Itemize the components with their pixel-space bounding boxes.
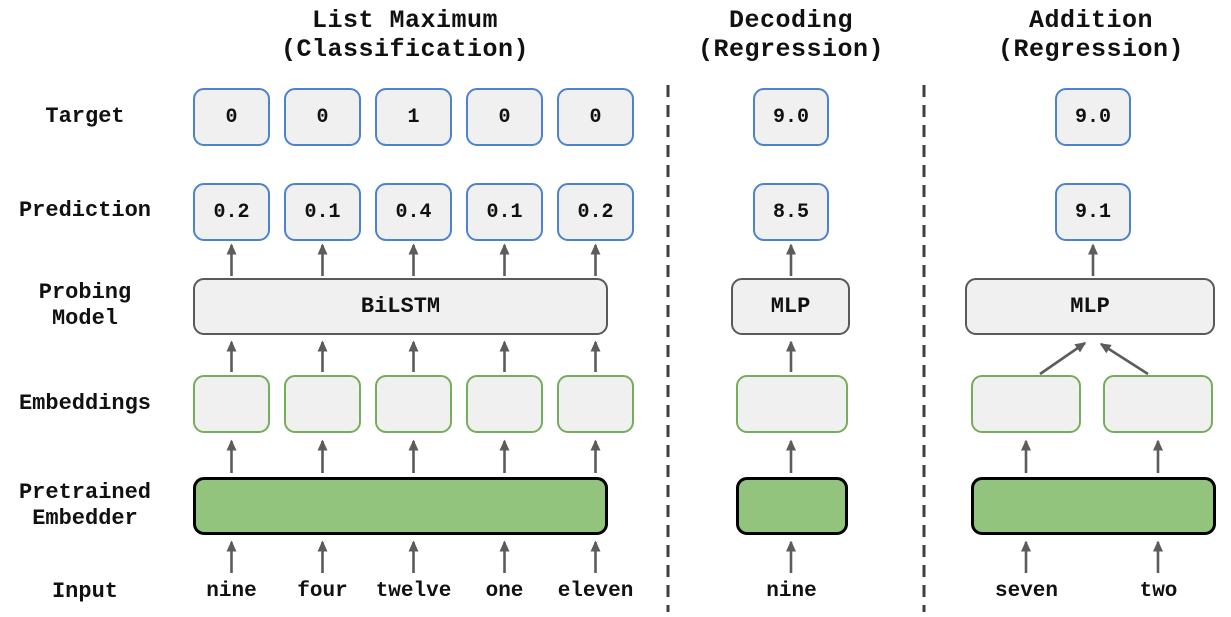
input-word: two [1139,580,1178,603]
prediction-box: 9.1 [1055,183,1131,241]
up-arrows-embedder-to-embeddings [226,439,1163,473]
embedding-box [971,375,1081,433]
pretrained-embedder-bar [193,477,608,535]
pretrained-embedder-bar [971,477,1216,535]
input-word: four [297,580,348,603]
section-title-addition: Addition (Regression) [997,6,1185,64]
prediction-box: 0.1 [466,183,543,241]
up-arrows-model-to-prediction [226,243,1098,276]
probing-model-box-mlp: MLP [965,278,1215,335]
embedding-box [466,375,543,433]
target-box: 0 [193,88,270,146]
up-arrows-input-to-embedder [226,540,1163,573]
row-label-prediction: Prediction [18,198,152,223]
prediction-box: 0.1 [284,183,361,241]
probing-model-box-mlp: MLP [731,278,850,335]
row-label-probing-model: Probing Model [38,280,132,331]
target-box: 1 [375,88,452,146]
diagonal-arrow-right [1099,342,1149,376]
probing-model-box-bilstm: BiLSTM [193,278,608,335]
target-box: 9.0 [753,88,829,146]
target-box: 9.0 [1055,88,1131,146]
pretrained-embedder-bar [736,477,848,535]
input-word: nine [206,580,257,603]
row-label-target: Target [45,104,125,129]
row-label-embeddings: Embeddings [18,391,152,416]
input-word: one [485,580,524,603]
input-word: nine [766,580,817,603]
section-title-list-maximum: List Maximum (Classification) [280,6,530,64]
row-label-input: Input [51,579,118,604]
target-box: 0 [284,88,361,146]
input-word: twelve [375,580,452,603]
prediction-box: 8.5 [753,183,829,241]
embedding-box [736,375,848,433]
row-label-pretrained-embedder: Pretrained Embedder [18,480,152,531]
diagonal-arrow-left [1039,341,1087,376]
embedding-box [1103,375,1213,433]
up-arrows-embeddings-to-model [226,340,1149,376]
prediction-box: 0.2 [193,183,270,241]
prediction-box: 0.2 [557,183,634,241]
input-word: eleven [557,580,634,603]
input-word: seven [994,580,1058,603]
section-title-decoding: Decoding (Regression) [697,6,885,64]
embedding-box [375,375,452,433]
target-box: 0 [557,88,634,146]
target-box: 0 [466,88,543,146]
embedding-box [284,375,361,433]
prediction-box: 0.4 [375,183,452,241]
embedding-box [557,375,634,433]
embedding-box [193,375,270,433]
